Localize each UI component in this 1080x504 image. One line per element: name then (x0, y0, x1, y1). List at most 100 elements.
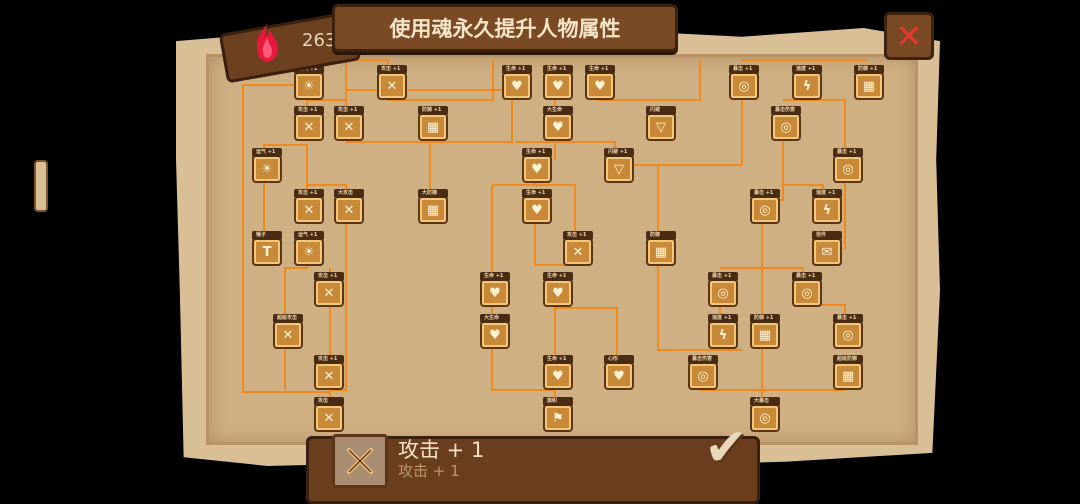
skill-node[interactable]: 防御 +1▦ (418, 106, 448, 141)
skill-node[interactable]: 超级攻击✕ (273, 314, 303, 349)
confirm-button[interactable]: ✔ (696, 418, 756, 478)
skill-node[interactable]: 超级防御▦ (833, 355, 863, 390)
skill-node[interactable]: 暴击伤害◎ (771, 106, 801, 141)
skill-node[interactable]: 大攻击✕ (334, 189, 364, 224)
page-title: 使用魂永久提升人物属性 (389, 17, 621, 41)
swords-icon: ✕ (323, 285, 335, 301)
envelope-icon: ✉ (821, 244, 833, 260)
sun-icon: ☀ (261, 161, 273, 177)
skill-node[interactable]: 暴击 +1◎ (833, 148, 863, 183)
skill-node[interactable]: 大防御▦ (418, 189, 448, 224)
checkmark-icon: ✔ (704, 418, 748, 478)
swords-icon: ✕ (572, 244, 584, 260)
skill-node[interactable]: 暴击 +1◎ (792, 272, 822, 307)
heart-icon: ♥ (552, 368, 564, 384)
skill-node[interactable]: 攻击 +1✕ (334, 106, 364, 141)
heart-icon: ♥ (552, 285, 564, 301)
heart-icon: ♥ (552, 78, 564, 94)
skill-node[interactable]: 生命 +1♥ (480, 272, 510, 307)
skill-node[interactable]: 信件✉ (812, 231, 842, 266)
swords-icon: ✕ (386, 78, 398, 94)
target-icon: ◎ (697, 368, 709, 384)
heart-icon: ♥ (552, 119, 564, 135)
skill-node[interactable]: 暴击伤害◎ (688, 355, 718, 390)
skill-node[interactable]: 闪避 +1▽ (604, 148, 634, 183)
skill-node[interactable]: 暴击 +1◎ (729, 65, 759, 100)
heart-icon: ♥ (594, 78, 606, 94)
skill-node[interactable]: 生命 +1♥ (543, 65, 573, 100)
skill-node[interactable]: 攻击 +1✕ (314, 272, 344, 307)
heart-icon: ♥ (613, 368, 625, 384)
skill-node[interactable]: 大生命♥ (543, 106, 573, 141)
title-banner: 使用魂永久提升人物属性 (332, 4, 678, 52)
skill-node[interactable]: 运气 +1☀ (252, 148, 282, 183)
skill-node[interactable]: 攻击 +1✕ (377, 65, 407, 100)
skill-node[interactable]: 大暴击◎ (750, 397, 780, 432)
target-icon: ◎ (842, 161, 854, 177)
skill-node[interactable]: 生命 +1♥ (502, 65, 532, 100)
target-icon: ◎ (759, 202, 771, 218)
heart-icon: ♥ (531, 161, 543, 177)
skill-node[interactable]: 防御 +1▦ (750, 314, 780, 349)
side-drawer-handle[interactable] (34, 160, 48, 212)
shield-grid-icon: ▦ (426, 202, 440, 218)
swords-icon: ✕ (303, 119, 315, 135)
skill-node[interactable]: 攻击 +1✕ (563, 231, 593, 266)
target-icon: ◎ (842, 327, 854, 343)
target-icon: ◎ (801, 285, 813, 301)
skill-node[interactable]: 生命 +1♥ (543, 355, 573, 390)
swords-icon: ✕ (343, 202, 355, 218)
selected-skill-title: 攻击 + 1 (398, 438, 485, 462)
down-shield-icon: ▽ (656, 119, 666, 135)
skill-node[interactable]: 攻击 +1✕ (314, 355, 344, 390)
skill-node[interactable]: 闪避▽ (646, 106, 676, 141)
skill-node[interactable]: 生命 +1♥ (522, 189, 552, 224)
skill-node[interactable]: 运气 +1☀ (294, 231, 324, 266)
shield-grid-icon: ▦ (426, 119, 440, 135)
shield-grid-icon: ▦ (862, 78, 876, 94)
soul-flame-icon (256, 24, 278, 62)
flag-icon: ⚑ (552, 410, 564, 426)
target-icon: ◎ (780, 119, 792, 135)
target-icon: ◎ (738, 78, 750, 94)
shield-grid-icon: ▦ (841, 368, 855, 384)
skill-node[interactable]: 暴击 +1◎ (833, 314, 863, 349)
lightning-icon: ϟ (718, 327, 728, 343)
heart-icon: ♥ (511, 78, 523, 94)
heart-icon: ♥ (531, 202, 543, 218)
skill-node[interactable]: 攻击✕ (314, 397, 344, 432)
skill-node[interactable]: 生命 +1♥ (543, 272, 573, 307)
hammer-icon: T (262, 244, 272, 260)
soul-count: 263 (302, 30, 337, 51)
selected-skill-icon-frame (332, 434, 388, 488)
swords-icon: ✕ (282, 327, 294, 343)
close-button[interactable]: ✕ (884, 12, 934, 60)
sun-icon: ☀ (303, 244, 315, 260)
skill-node[interactable]: 大生命♥ (480, 314, 510, 349)
skill-node[interactable]: 防御 +1▦ (854, 65, 884, 100)
shield-grid-icon: ▦ (654, 244, 668, 260)
swords-icon (347, 448, 373, 474)
skill-node[interactable]: 生命 +1♥ (522, 148, 552, 183)
skill-node[interactable]: 心形♥ (604, 355, 634, 390)
skill-node[interactable]: 生命 +1♥ (585, 65, 615, 100)
close-icon: ✕ (895, 17, 923, 55)
skill-node[interactable]: 攻击 +1✕ (294, 106, 324, 141)
skill-node[interactable]: 旗帜⚑ (543, 397, 573, 432)
lightning-icon: ϟ (802, 78, 812, 94)
skill-node[interactable]: 暴击 +1◎ (750, 189, 780, 224)
skill-node[interactable]: 攻击 +1✕ (294, 189, 324, 224)
skill-node[interactable]: 运气 +1☀ (294, 65, 324, 100)
skill-node[interactable]: 暴击 +1◎ (708, 272, 738, 307)
skill-node[interactable]: 防御▦ (646, 231, 676, 266)
swords-icon: ✕ (343, 119, 355, 135)
target-icon: ◎ (717, 285, 729, 301)
swords-icon: ✕ (323, 368, 335, 384)
target-icon: ◎ (759, 410, 771, 426)
selected-skill-description: 攻击 + 1 (398, 462, 460, 480)
